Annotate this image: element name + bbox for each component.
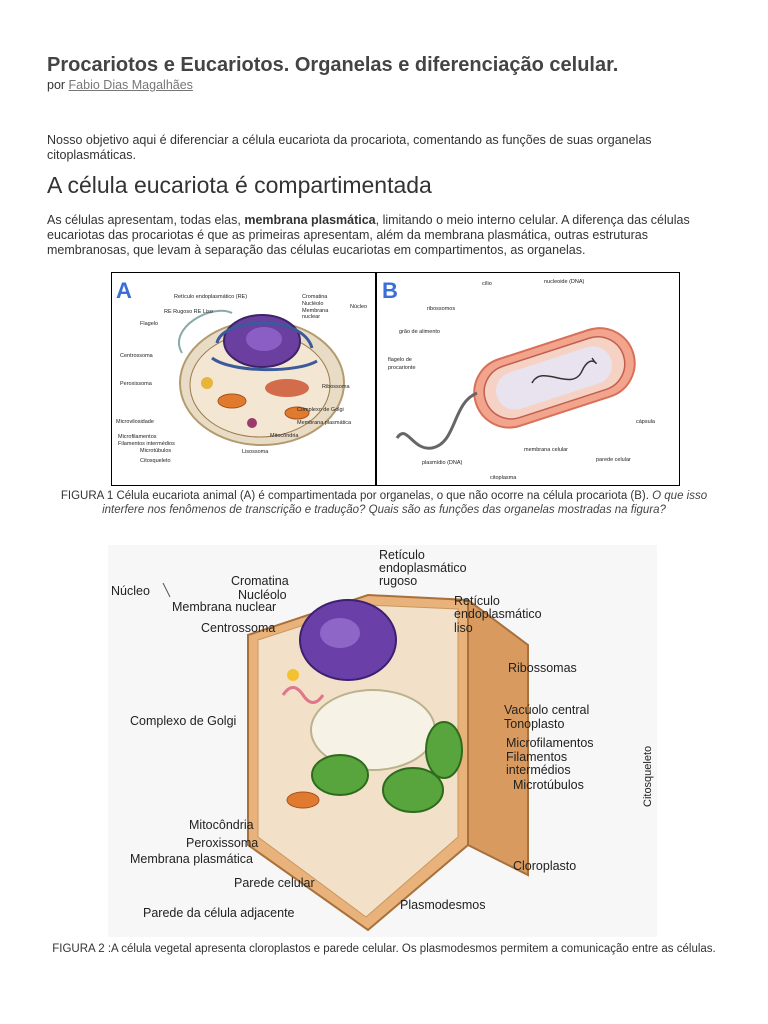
svg-text:Plasmodesmos: Plasmodesmos [400,898,485,912]
svg-text:Peroxissoma: Peroxissoma [186,836,258,850]
byline-prefix: por [47,78,69,92]
svg-text:Membrana plasmática: Membrana plasmática [297,420,352,426]
svg-text:nuclear: nuclear [302,314,320,320]
svg-text:rugoso: rugoso [379,574,417,588]
golgi [265,379,309,397]
svg-text:ribossomos: ribossomos [427,306,455,312]
svg-text:Membrana plasmática: Membrana plasmática [130,852,253,866]
svg-text:procarionte: procarionte [388,365,416,371]
mitochondrion [286,791,320,809]
svg-text:parede celular: parede celular [596,457,631,463]
svg-text:plasmídio (DNA): plasmídio (DNA) [422,460,463,466]
figure-2-illustration: Núcleo Cromatina Nucléolo Membrana nucle… [111,548,654,932]
svg-text:Ribossomas: Ribossomas [508,661,577,675]
panel-b-labels: cílio nucleoide (DNA) ribossomos grão de… [388,279,656,481]
svg-text:Cromatina: Cromatina [231,574,289,588]
figure-2: Núcleo Cromatina Nucléolo Membrana nucle… [108,545,657,937]
figure-1-illustration: A Retículo endoplasmático (RE) RE Rugoso… [116,278,656,481]
para-text-1: As células apresentam, todas elas, [47,213,245,227]
svg-text:Ribossoma: Ribossoma [322,384,350,390]
body-paragraph: As células apresentam, todas elas, membr… [47,213,727,258]
svg-text:Mitocôndria: Mitocôndria [189,818,254,832]
panel-a-letter: A [116,278,132,303]
figure-1-caption-question: O que isso interfere nos fenômenos de tr… [102,490,708,516]
author-link[interactable]: Fabio Dias Magalhães [68,78,193,92]
svg-text:citoplasma: citoplasma [490,475,517,481]
svg-text:Centrossoma: Centrossoma [201,621,275,635]
para-bold: membrana plasmática [244,213,376,227]
mitochondrion [217,393,247,409]
svg-text:grão de alimento: grão de alimento [399,329,440,335]
svg-text:nucleoide (DNA): nucleoide (DNA) [544,279,585,285]
lysosome [247,418,257,428]
svg-text:Cloroplasto: Cloroplasto [513,859,576,873]
svg-text:Mitocôndria: Mitocôndria [270,433,299,439]
svg-text:endoplasmático: endoplasmático [454,607,542,621]
svg-text:Lisossoma: Lisossoma [242,449,269,455]
svg-text:Membrana: Membrana [302,308,329,314]
svg-text:Núcleo: Núcleo [111,584,150,598]
prokaryote-cytoplasm [496,346,612,410]
svg-text:Parede da célula adjacente: Parede da célula adjacente [143,906,295,920]
svg-text:Nucléolo: Nucléolo [302,301,323,307]
svg-text:Retículo: Retículo [379,548,425,562]
svg-text:intermédios: intermédios [506,763,571,777]
peroxisome [201,377,213,389]
figure-1-caption: FIGURA 1 Célula eucariota animal (A) é c… [40,489,728,517]
cytoskeleton-side-label: Citosqueleto [642,746,654,807]
svg-text:Microfilamentos: Microfilamentos [506,736,594,750]
svg-text:Vacúolo central: Vacúolo central [504,703,589,717]
svg-text:Flagelo: Flagelo [140,321,158,327]
svg-text:Citosqueleto: Citosqueleto [140,458,171,464]
figure-1: A Retículo endoplasmático (RE) RE Rugoso… [111,272,680,486]
svg-text:Filamentos: Filamentos [506,750,567,764]
intro-paragraph: Nosso objetivo aqui é diferenciar a célu… [47,133,652,162]
para-text-2: , limitando o meio interno celular. A di… [47,213,690,257]
figure-2-caption: FIGURA 2 :A célula vegetal apresenta clo… [52,943,716,955]
figure-2-left-labels: Núcleo Cromatina Nucléolo Membrana nucle… [111,574,315,920]
chloroplast [311,754,369,796]
svg-text:Microfilamentos: Microfilamentos [118,434,157,440]
svg-text:cílio: cílio [482,281,492,287]
svg-text:Parede celular: Parede celular [234,876,315,890]
svg-text:Núcleo: Núcleo [350,304,367,310]
svg-text:membrana celular: membrana celular [524,447,568,453]
svg-text:Peroxissoma: Peroxissoma [120,381,153,387]
svg-text:Complexo de Golgi: Complexo de Golgi [130,714,236,728]
panel-a-labels: Retículo endoplasmático (RE) RE Rugoso R… [116,294,367,464]
svg-text:Microtúbulos: Microtúbulos [140,448,171,454]
section-heading: A célula eucariota é compartimentada [47,172,432,198]
flagellum [178,309,233,354]
svg-text:liso: liso [454,621,473,635]
figure-1-caption-text: FIGURA 1 Célula eucariota animal (A) é c… [60,490,653,502]
panel-b-letter: B [382,278,398,303]
svg-text:Filamentos intermédios: Filamentos intermédios [118,441,175,447]
figure-2-right-labels: Retículo endoplasmático rugoso Retículo … [379,548,594,912]
byline: por Fabio Dias Magalhães [47,78,193,92]
svg-text:cápsula: cápsula [636,419,656,425]
svg-text:RE Rugoso RE Liso: RE Rugoso RE Liso [164,309,213,315]
svg-text:Centrossoma: Centrossoma [120,353,154,359]
endoplasmic-reticulum [215,321,314,349]
prokaryote-flagellum [395,391,478,450]
svg-text:Membrana nuclear: Membrana nuclear [172,600,276,614]
svg-text:Complexo de Golgi: Complexo de Golgi [297,407,344,413]
svg-text:flagelo de: flagelo de [388,357,412,363]
centrosome [287,669,299,681]
svg-text:Retículo: Retículo [454,594,500,608]
svg-text:endoplasmático: endoplasmático [379,561,467,575]
page-title: Procariotos e Eucariotos. Organelas e di… [47,54,619,76]
golgi [281,686,325,704]
svg-text:Tonoplasto: Tonoplasto [504,717,565,731]
svg-text:Cromatina: Cromatina [302,294,328,300]
nucleoid [531,357,597,384]
svg-text:Nucléolo: Nucléolo [238,588,287,602]
svg-text:Retículo endoplasmático (RE): Retículo endoplasmático (RE) [174,294,247,300]
panel-divider [375,273,377,485]
svg-text:Microvilosidade: Microvilosidade [116,419,154,425]
svg-text:Microtúbulos: Microtúbulos [513,778,584,792]
